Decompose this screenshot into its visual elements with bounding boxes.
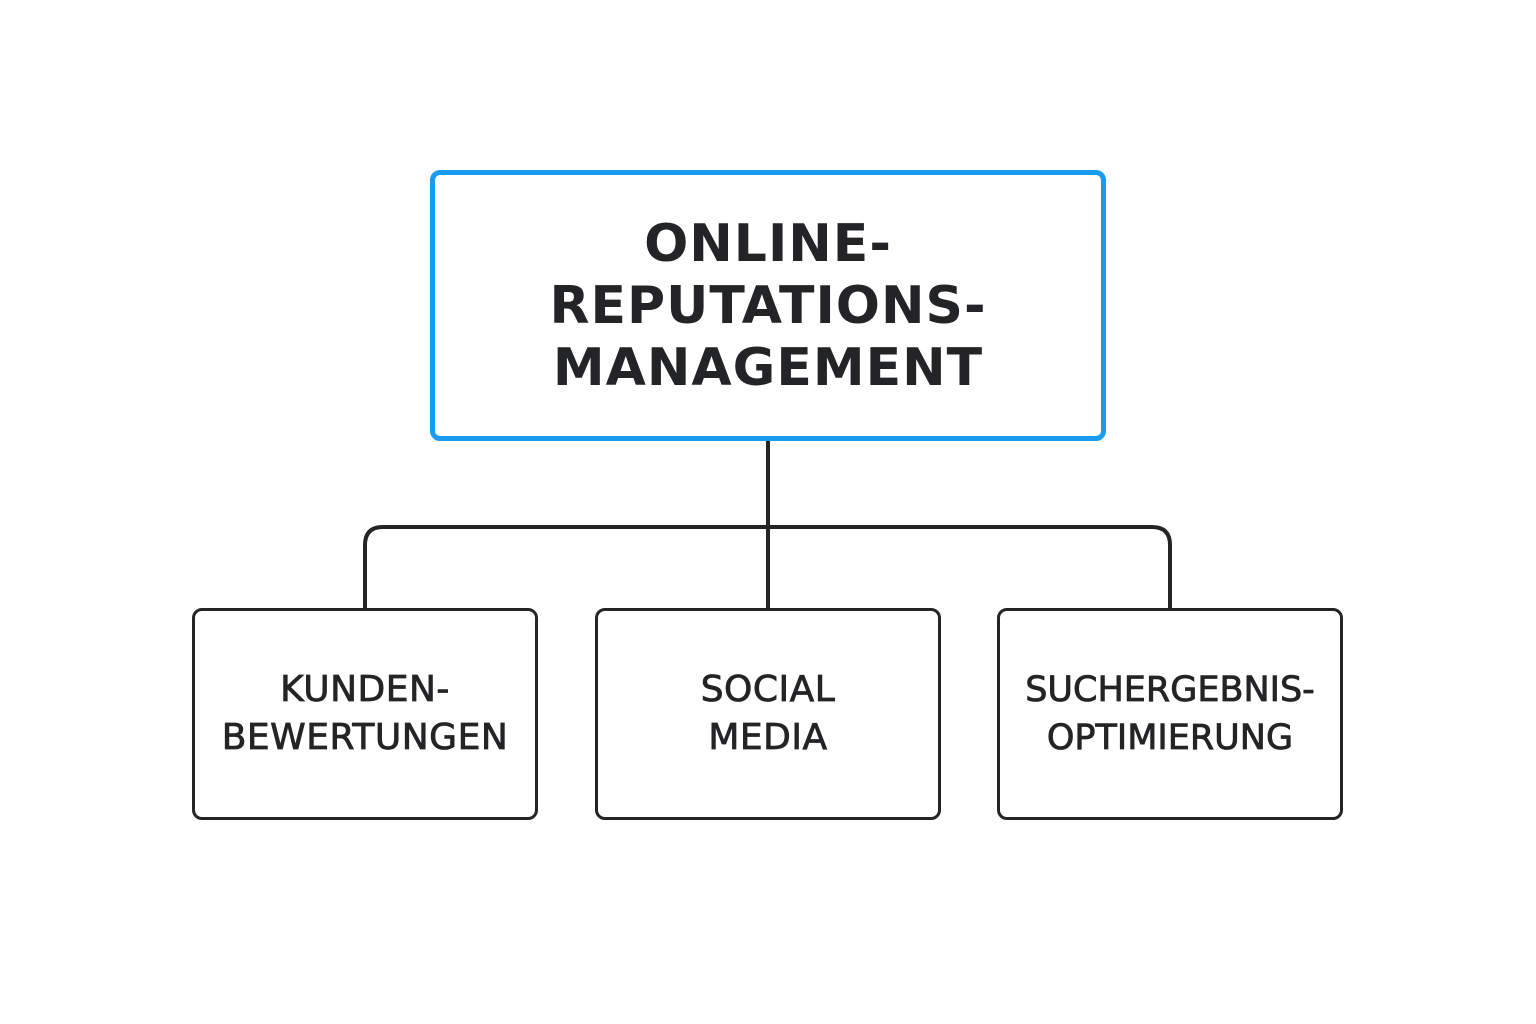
child-3-label-line-1: SUCHERGEBNIS- xyxy=(1025,670,1315,711)
child-node-kundenbewertungen: KUNDEN- BEWERTUNGEN xyxy=(192,608,538,820)
root-node-online-reputationsmanagement: ONLINE- REPUTATIONS- MANAGEMENT xyxy=(430,170,1106,441)
child-node-suchergebnisoptimierung: SUCHERGEBNIS- OPTIMIERUNG xyxy=(997,608,1343,820)
connector-horizontal-bus xyxy=(363,525,1172,610)
root-label-line-3: MANAGEMENT xyxy=(552,337,984,398)
child-2-label-line-1: SOCIAL xyxy=(700,669,836,711)
root-label-line-2: REPUTATIONS- xyxy=(549,275,987,336)
child-2-label-line-2: MEDIA xyxy=(708,717,828,759)
child-1-label-line-1: KUNDEN- xyxy=(280,669,450,711)
child-node-social-media: SOCIAL MEDIA xyxy=(595,608,941,820)
child-1-label-line-2: BEWERTUNGEN xyxy=(221,717,509,759)
child-3-label-line-2: OPTIMIERUNG xyxy=(1046,718,1294,759)
root-label-line-1: ONLINE- xyxy=(644,213,892,274)
